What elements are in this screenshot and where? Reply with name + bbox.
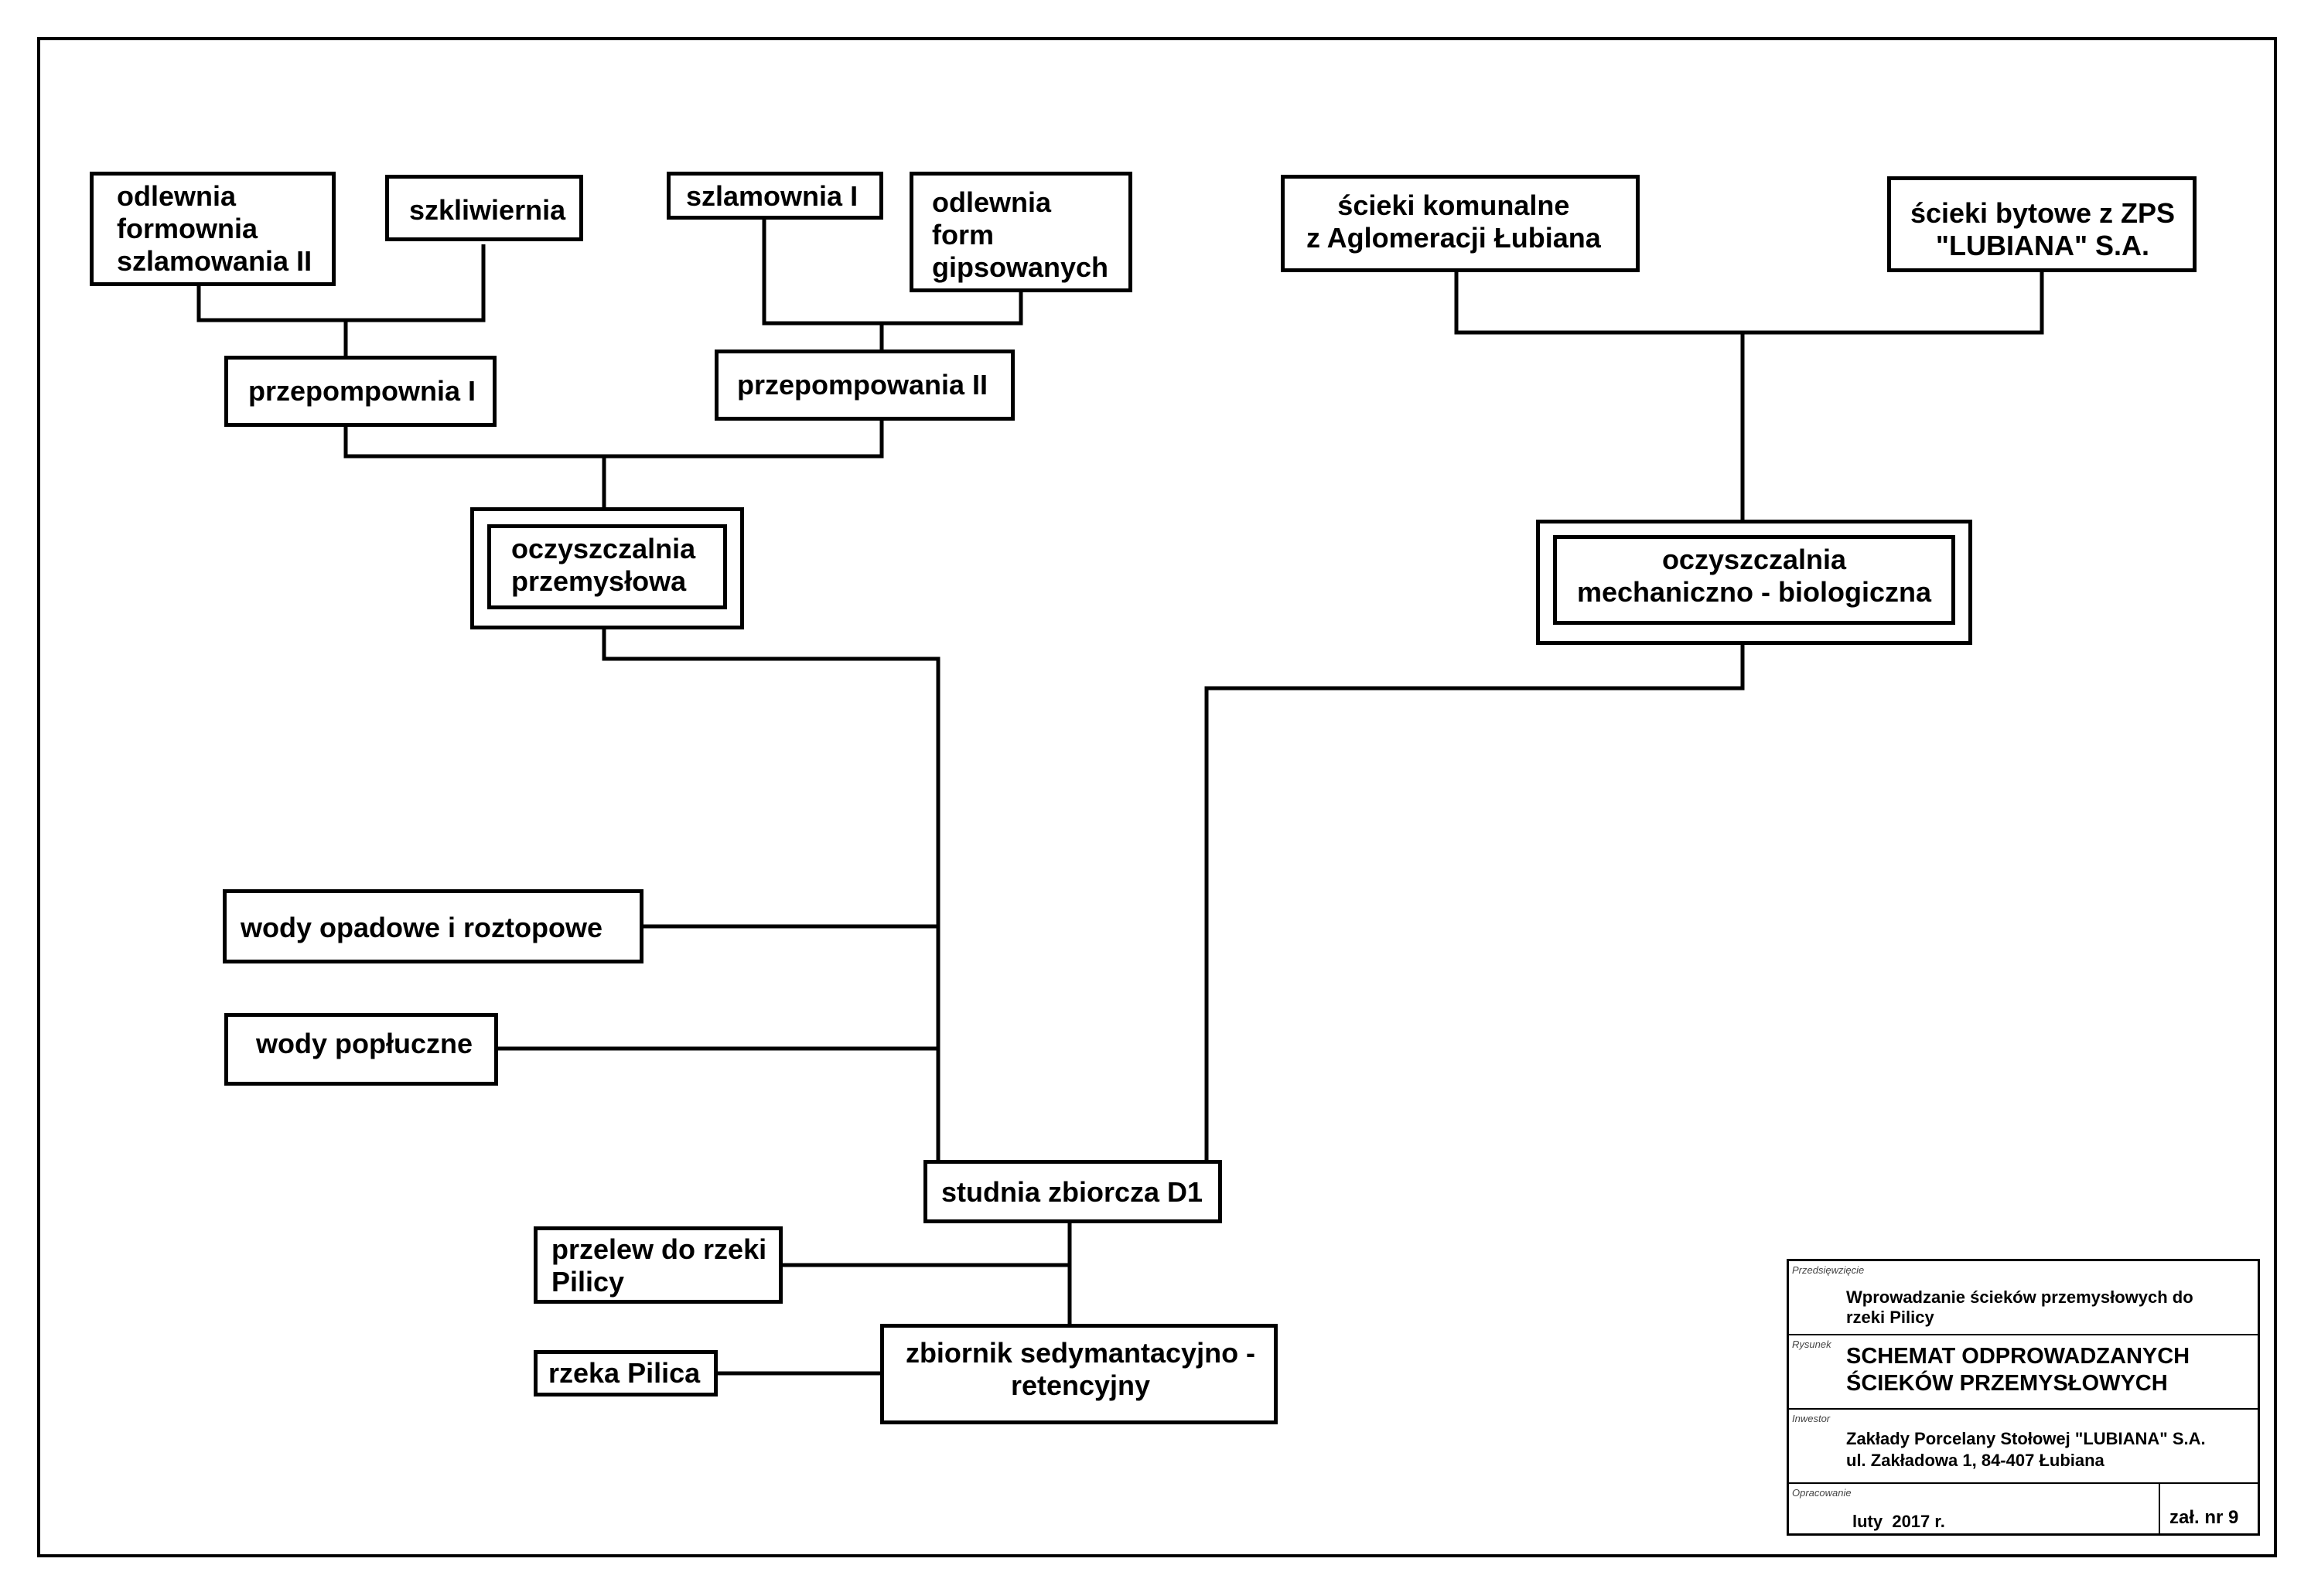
connector — [1454, 271, 2044, 335]
wody-opadowe-box: wody opadowe i roztopowe — [223, 889, 643, 963]
przepompownia-1-box: przepompownia I — [224, 356, 497, 427]
przedsiewziecie-caption: Przedsięwzięcie — [1792, 1264, 1865, 1276]
title-block-opracowanie: Opracowanie luty 2017 r. zał. nr 9 — [1789, 1484, 2258, 1536]
odlewnia-form-box: odlewnia form gipsowanych — [910, 172, 1132, 292]
drawing-frame — [37, 37, 2277, 1557]
zal-divider — [2159, 1484, 2160, 1536]
connector — [762, 215, 1023, 326]
studnia-zbiorcza-box: studnia zbiorcza D1 — [923, 1160, 1222, 1223]
title-block-przedsiewziecie: Przedsięwzięcie Wprowadzanie ścieków prz… — [1789, 1261, 2258, 1335]
odlewnia-form-label: odlewnia form gipsowanych — [932, 186, 1109, 283]
szkliwiernia-box: szkliwiernia — [385, 175, 583, 241]
studnia-zbiorcza-label: studnia zbiorcza D1 — [941, 1176, 1203, 1208]
title-block: Przedsięwzięcie Wprowadzanie ścieków prz… — [1787, 1259, 2260, 1536]
scieki-bytowe-label: ścieki bytowe z ZPS "LUBIANA" S.A. — [1910, 197, 2176, 261]
oczyszczalnia-przemyslowa-label: oczyszczalnia przemysłowa — [511, 533, 696, 597]
oczyszczalnia-przemyslowa-box: oczyszczalnia przemysłowa — [487, 524, 727, 609]
scieki-bytowe-box: ścieki bytowe z ZPS "LUBIANA" S.A. — [1887, 176, 2197, 272]
connector — [196, 244, 486, 322]
rysunek-value: SCHEMAT ODPROWADZANYCH ŚCIEKÓW PRZEMYSŁO… — [1846, 1344, 2190, 1396]
odlewnia-formownia-label: odlewnia formownia szlamowania II — [117, 180, 312, 277]
data-value: luty 2017 r. — [1852, 1512, 1945, 1531]
oczyszczalnia-mech-bio-label: oczyszczalnia mechaniczno - biologiczna — [1576, 544, 1932, 608]
zal-value: zał. nr 9 — [2169, 1507, 2239, 1528]
connector — [1204, 643, 1745, 1163]
odlewnia-formownia-box: odlewnia formownia szlamowania II — [90, 172, 336, 286]
rzeka-pilica-box: rzeka Pilica — [534, 1350, 718, 1396]
szlamownia-box: szlamownia I — [667, 172, 883, 220]
opracowanie-caption: Opracowanie — [1792, 1487, 1852, 1499]
rzeka-pilica-label: rzeka Pilica — [548, 1357, 701, 1389]
title-block-inwestor: Inwestor Zakłady Porcelany Stołowej "LUB… — [1789, 1410, 2258, 1484]
oczyszczalnia-mech-bio-box: oczyszczalnia mechaniczno - biologiczna — [1553, 535, 1955, 625]
przelew-label: przelew do rzeki Pilicy — [551, 1233, 767, 1298]
rysunek-caption: Rysunek — [1792, 1339, 1831, 1350]
przedsiewziecie-value: Wprowadzanie ścieków przemysłowych do rz… — [1846, 1287, 2193, 1327]
scieki-komunalne-box: ścieki komunalne z Aglomeracji Łubiana — [1281, 175, 1640, 272]
zbiornik-box: zbiornik sedymantacyjno - retencyjny — [880, 1324, 1278, 1424]
inwestor-value: Zakłady Porcelany Stołowej "LUBIANA" S.A… — [1846, 1429, 2206, 1470]
connector — [343, 418, 884, 459]
przelew-box: przelew do rzeki Pilicy — [534, 1226, 783, 1304]
scieki-komunalne-label: ścieki komunalne z Aglomeracji Łubiana — [1306, 189, 1601, 254]
przepompowania-2-label: przepompowania II — [737, 369, 988, 401]
zbiornik-label: zbiornik sedymantacyjno - retencyjny — [905, 1337, 1256, 1401]
inwestor-caption: Inwestor — [1792, 1413, 1831, 1424]
title-block-rysunek: Rysunek SCHEMAT ODPROWADZANYCH ŚCIEKÓW P… — [1789, 1335, 2258, 1410]
szkliwiernia-label: szkliwiernia — [409, 194, 566, 226]
wody-popluczne-label: wody popłuczne — [256, 1028, 473, 1059]
szlamownia-label: szlamownia I — [686, 180, 859, 212]
wody-opadowe-label: wody opadowe i roztopowe — [241, 912, 602, 943]
przepompownia-1-label: przepompownia I — [248, 375, 476, 407]
przepompowania-2-box: przepompowania II — [715, 350, 1015, 421]
wody-popluczne-box: wody popłuczne — [224, 1013, 498, 1086]
connector — [602, 626, 940, 1163]
